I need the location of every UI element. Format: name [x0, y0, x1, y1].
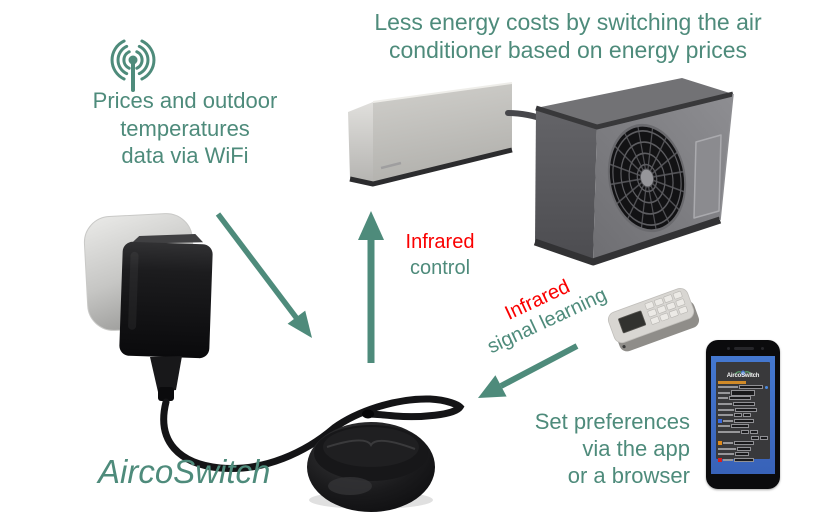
- wifi-data-label: Prices and outdoor temperatures data via…: [48, 87, 322, 170]
- phone-input: [751, 435, 759, 440]
- phone-input: [735, 452, 749, 457]
- indoor-unit: [348, 82, 513, 187]
- control-word: control: [409, 257, 471, 279]
- phone-form-row: [718, 407, 768, 412]
- wing-logo-icon: [326, 439, 416, 450]
- phone-input: [731, 389, 755, 397]
- phone-form-row: [718, 418, 768, 424]
- phone-input: [741, 430, 749, 435]
- phone-select: [735, 407, 757, 412]
- preferences-label-line1: Set preferences: [534, 409, 690, 434]
- remote-control: [607, 287, 700, 352]
- wifi-data-label-line2: temperatures: [120, 115, 250, 141]
- remote-ir-led-icon: [622, 345, 626, 349]
- phone-form-row: [718, 441, 768, 446]
- headline: Less energy costs by switching the air c…: [343, 8, 793, 64]
- power-adapter: [119, 233, 213, 401]
- infrared-control-label: Infrared control: [386, 229, 494, 281]
- phone-form-row: [718, 452, 768, 457]
- phone-select: [729, 396, 751, 401]
- phone-form-row: [718, 385, 768, 390]
- phone-select: [733, 441, 754, 446]
- preferences-label-line3: or a browser: [567, 462, 690, 488]
- phone-form-row: [718, 458, 768, 463]
- preferences-label: Set preferences via the app or a browser: [518, 409, 690, 489]
- phone-input: [750, 430, 758, 435]
- phone-form-row: [718, 430, 768, 435]
- phone-camera-icon: [761, 347, 764, 350]
- red-marker-icon: [718, 458, 722, 462]
- blue-marker-icon: [718, 419, 722, 423]
- phone-select: [733, 402, 755, 407]
- phone-form-row: [718, 435, 768, 440]
- headline-line2: conditioner based on energy prices: [388, 37, 747, 63]
- air-conditioner-illustration: [348, 78, 734, 266]
- phone-app-logo-icon: [718, 364, 768, 376]
- phone-input: [739, 385, 763, 390]
- phone-form-row: [718, 396, 768, 401]
- phone-select: [733, 418, 754, 423]
- phone-input: [734, 413, 742, 418]
- remote-buttons: [644, 290, 688, 325]
- orange-marker-icon: [718, 441, 722, 445]
- aircoswitch-hardware-illustration: [83, 213, 465, 512]
- info-dot-icon: [765, 385, 768, 389]
- outdoor-unit: [533, 78, 734, 266]
- phone-sensor-icon: [727, 347, 730, 350]
- phone-input: [743, 413, 751, 418]
- phone-form-row: [718, 389, 768, 397]
- aircoswitch-device: [307, 409, 435, 512]
- phone-form-row: [718, 413, 768, 418]
- smartphone: AircoSwitch: [706, 340, 780, 489]
- phone-screen: AircoSwitch: [711, 356, 775, 474]
- wifi-data-label-line1: Prices and outdoor: [92, 88, 278, 113]
- phone-select: [733, 458, 754, 463]
- headline-line1: Less energy costs by switching the air: [374, 9, 762, 35]
- fan-grille-icon: [607, 123, 687, 233]
- phone-app-title: AircoSwitch: [726, 373, 760, 379]
- phone-form-section-header: [718, 381, 746, 384]
- access-panel: [693, 134, 722, 219]
- wifi-broadcast-icon: [110, 39, 156, 92]
- wifi-data-arrow: [215, 212, 312, 338]
- phone-form-row: [718, 424, 768, 429]
- infrared-control-arrow: [358, 211, 384, 363]
- phone-input: [731, 424, 749, 429]
- remote-display: [618, 310, 647, 334]
- infrared-learning-arrow: [478, 343, 579, 398]
- wifi-data-label-line3: data via WiFi: [121, 143, 249, 168]
- phone-input: [760, 435, 768, 440]
- phone-speaker-icon: [734, 347, 754, 350]
- phone-form-row: [718, 402, 768, 407]
- infrared-control-word: Infrared: [405, 231, 475, 253]
- phone-app-panel: AircoSwitch: [716, 362, 770, 463]
- preferences-label-line2: via the app: [582, 435, 690, 461]
- phone-form-row: [718, 446, 768, 452]
- phone-input: [737, 446, 751, 451]
- product-name-label: AircoSwitch: [98, 453, 271, 490]
- power-cable: [160, 395, 465, 473]
